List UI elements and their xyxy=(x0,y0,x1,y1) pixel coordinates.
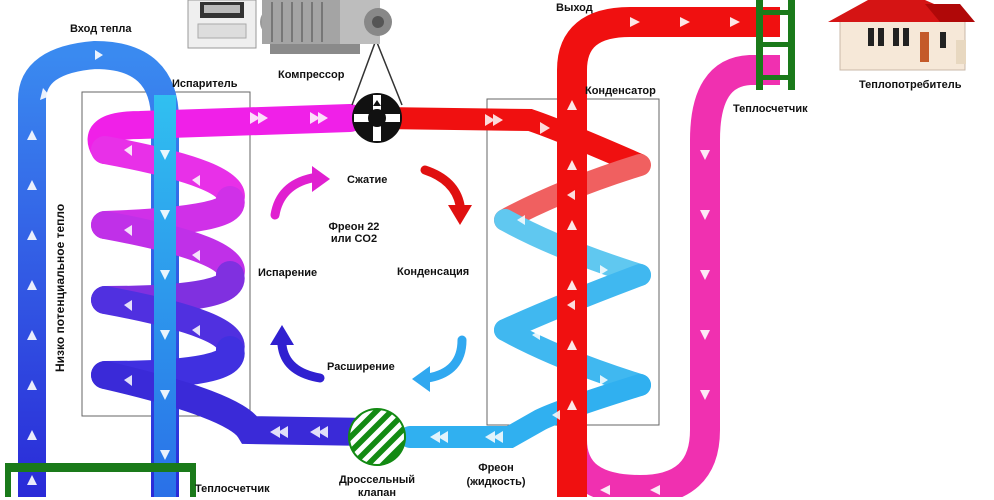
expansion-label: Расширение xyxy=(327,361,395,373)
freon-line2-label: или CO2 xyxy=(330,233,378,245)
heat-input-label: Вход тепла xyxy=(70,23,132,35)
evaporator-coil xyxy=(87,104,384,446)
condenser-label: Конденсатор xyxy=(585,85,656,97)
ground-flow-arrows xyxy=(27,50,170,485)
compressor-motor-icon xyxy=(260,0,392,54)
output-label: Выход xyxy=(556,2,593,14)
cycle-arrows xyxy=(270,165,472,392)
heating-flow-arrows xyxy=(567,17,740,495)
throttle-valve-line1-label: Дроссельный xyxy=(338,474,416,486)
condensation-label: Конденсация xyxy=(397,266,470,278)
evaporator-label: Испаритель xyxy=(172,78,238,90)
compressor-label: Компрессор xyxy=(278,69,345,81)
refrigerant-flow-arrows xyxy=(124,112,608,443)
low-potential-heat-label: Низко потенциальное тепло xyxy=(53,203,67,372)
hot-gas-pipe xyxy=(379,107,645,176)
house-icon xyxy=(828,0,975,71)
heating-return-pipe xyxy=(557,55,780,497)
heat-consumer-label: Теплопотребитель xyxy=(859,79,962,91)
heat-meter-top xyxy=(756,0,795,90)
compression-label: Сжатие xyxy=(347,174,388,186)
heat-meter-bottom-label: Теплосчетчик xyxy=(195,483,270,495)
compressor-symbol xyxy=(352,93,402,143)
throttle-valve-line2-label: клапан xyxy=(357,487,397,499)
heat-meter-top-label: Теплосчетчик xyxy=(733,103,808,115)
freon-line1-label: Фреон 22 xyxy=(328,221,380,233)
throttle-valve-symbol xyxy=(348,408,406,466)
heat-meter-bottom xyxy=(5,463,196,497)
freon-liquid-line2-label: (жидкость) xyxy=(466,476,526,488)
heating-supply-pipe xyxy=(557,7,780,497)
electric-meter-icon xyxy=(187,0,257,49)
freon-liquid-line1-label: Фреон xyxy=(478,462,514,474)
evaporation-label: Испарение xyxy=(258,267,318,279)
ground-loop-inner xyxy=(154,95,176,497)
condenser-coil xyxy=(399,154,651,448)
